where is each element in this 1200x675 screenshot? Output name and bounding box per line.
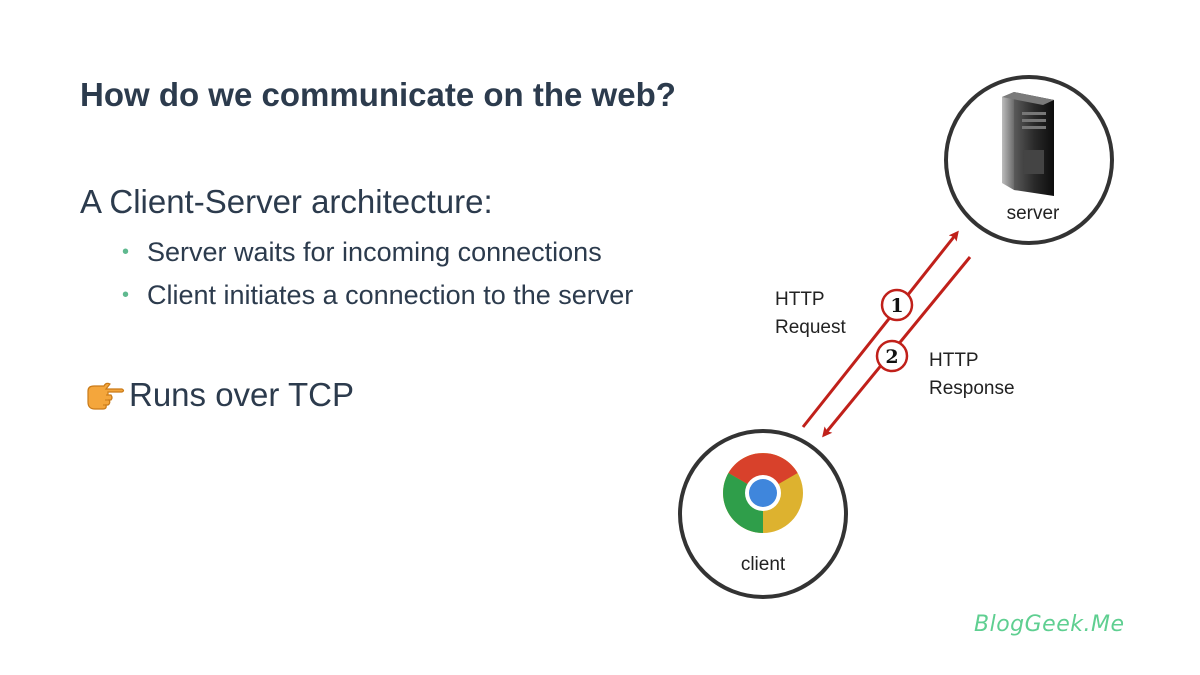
server-tower-icon	[1002, 92, 1054, 196]
bullet-dot: •	[122, 240, 130, 263]
server-label: server	[1007, 203, 1060, 224]
subtitle: A Client-Server architecture:	[80, 183, 493, 220]
response-label-line1: HTTP	[929, 350, 979, 371]
tcp-text: Runs over TCP	[129, 376, 354, 413]
bullet-text: Server waits for incoming connections	[147, 236, 602, 267]
bullet-item: • Server waits for incoming connections	[122, 230, 633, 273]
request-label-line1: HTTP	[775, 289, 825, 310]
response-step-badge: 2	[875, 339, 909, 373]
client-label: client	[741, 554, 786, 575]
bullet-item: • Client initiates a connection to the s…	[122, 273, 633, 316]
server-node: server	[944, 75, 1114, 245]
bullet-text: Client initiates a connection to the ser…	[147, 279, 634, 310]
pointing-hand-icon	[87, 382, 125, 410]
request-step-number: 1	[890, 295, 903, 317]
chrome-browser-icon	[723, 453, 803, 533]
bullet-list: • Server waits for incoming connections …	[122, 230, 633, 316]
request-label-line2: Request	[775, 317, 846, 338]
brand-logo: BlogGeek.Me	[974, 612, 1125, 637]
slide-title: How do we communicate on the web?	[80, 76, 676, 113]
request-step-badge: 1	[880, 288, 914, 322]
response-step-number: 2	[885, 346, 898, 368]
tcp-note: Runs over TCP	[84, 376, 354, 414]
client-node: client	[678, 429, 848, 599]
bullet-dot: •	[122, 283, 130, 306]
request-arrow	[801, 230, 959, 428]
response-label-line2: Response	[929, 378, 1015, 399]
